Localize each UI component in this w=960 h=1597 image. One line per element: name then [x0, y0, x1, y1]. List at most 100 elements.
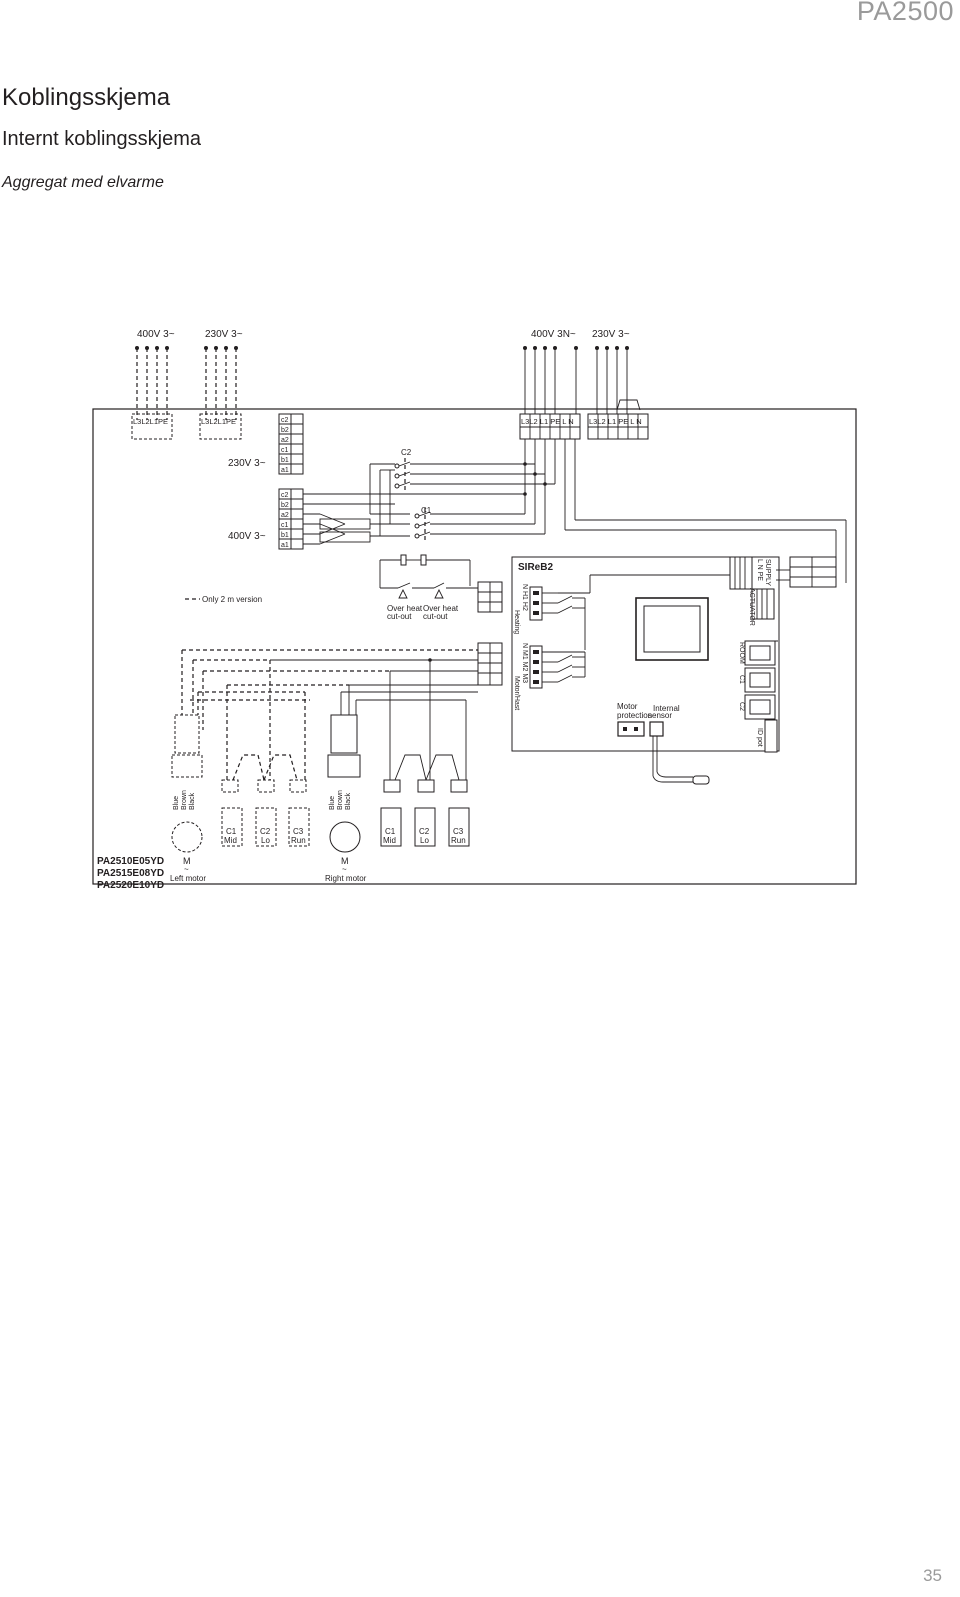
heater-terminals-230v: c2 b2 a2 c1 b1 a1 [278, 413, 304, 475]
svg-text:a1: a1 [281, 467, 289, 474]
svg-text:Motor: Motor [617, 702, 638, 711]
heating-connector-block [477, 581, 503, 613]
heater-voltage-400v: 400V 3~ [228, 531, 266, 542]
svg-text:C2: C2 [738, 702, 745, 711]
terminal-block-right-400v: L3L2 L1 PE L N [519, 413, 581, 440]
svg-text:Mid: Mid [224, 836, 237, 845]
svg-text:Black: Black [189, 792, 196, 810]
controller-sireb2: SIReB2 Heating N H1 H2 Motor/Hast N M1 M… [511, 556, 780, 785]
svg-text:C1: C1 [738, 675, 745, 684]
brand-name: PA2500 [856, 0, 954, 26]
capacitors-right: C1 Mid C2 Lo C3 Run [380, 754, 470, 847]
svg-text:Black: Black [345, 792, 352, 810]
svg-text:cut-out: cut-out [387, 612, 412, 621]
model-1: PA2510E05YD [97, 856, 164, 867]
page-title: Koblingsskjema [2, 84, 171, 111]
svg-text:b2: b2 [281, 502, 289, 509]
svg-text:c2: c2 [281, 492, 289, 499]
svg-text:Brown: Brown [337, 790, 344, 810]
svg-text:ACTUATOR: ACTUATOR [748, 588, 755, 626]
svg-text:N M1 M2 M3: N M1 M2 M3 [521, 643, 528, 683]
overheat-circuit: Over heat cut-out Over heat cut-out [379, 554, 478, 621]
right-motor-label: Right motor [325, 874, 367, 883]
svg-text:protection: protection [617, 711, 652, 720]
svg-text:L N PE: L N PE [756, 559, 763, 581]
unit-enclosure [92, 408, 857, 885]
svg-text:c1: c1 [281, 522, 289, 529]
motor-protection-connector [617, 721, 645, 737]
left-cap-bridges-2 [263, 754, 298, 781]
svg-text:~: ~ [342, 865, 347, 874]
svg-text:C2: C2 [401, 448, 412, 457]
contactor-c2: C2 [394, 448, 412, 492]
display-window [635, 597, 709, 661]
capacitors-left: C1 Mid C2 Lo C3 Run [221, 779, 310, 847]
svg-text:sensor: sensor [648, 711, 672, 720]
legend-only-2m: Only 2 m version [202, 595, 262, 604]
svg-text:Run: Run [451, 836, 466, 845]
svg-text:C1: C1 [421, 506, 432, 515]
supply-label-400v-left: 400V 3~ [137, 329, 175, 340]
svg-text:C1: C1 [226, 827, 237, 836]
right-motor-plug: Blue Brown Black M ~ Right motor [325, 714, 367, 883]
svg-text:Motor/Hast: Motor/Hast [513, 676, 520, 710]
svg-text:C3: C3 [293, 827, 304, 836]
supply-connector: SUPPLY L N PE ACTUATOR [729, 556, 775, 626]
svg-text:c1: c1 [281, 447, 289, 454]
supply-label-230v-left: 230V 3~ [205, 329, 243, 340]
svg-text:c2: c2 [281, 417, 289, 424]
page-number: 35 [923, 1566, 942, 1585]
controller-name: SIReB2 [518, 562, 553, 573]
svg-text:a1: a1 [281, 542, 289, 549]
svg-text:M: M [341, 856, 349, 866]
left-motor-label: Left motor [170, 874, 206, 883]
svg-text:a2: a2 [281, 512, 289, 519]
svg-text:cut-out: cut-out [423, 612, 448, 621]
supply-label-400v-right: 400V 3N~ [531, 329, 576, 340]
model-3: PA2520E10YD [97, 880, 164, 891]
svg-text:Internal: Internal [653, 704, 680, 713]
contactor-c1: C1 [414, 506, 432, 542]
sensor-probe [692, 775, 710, 785]
page-subtitle: Internt koblingsskjema [2, 128, 201, 150]
svg-text:L3L2L1PE: L3L2L1PE [133, 417, 168, 426]
fan-wiring [181, 649, 478, 780]
svg-text:Lo: Lo [261, 836, 270, 845]
heater-terminals-400v: c2 b2 a2 c1 b1 a1 [278, 488, 304, 550]
svg-text:ID pot: ID pot [756, 728, 763, 747]
terminal-block-left-400v: L3L2L1PE [131, 413, 173, 440]
svg-text:C3: C3 [453, 827, 464, 836]
svg-text:Brown: Brown [181, 790, 188, 810]
supply-lines-left [135, 346, 238, 420]
svg-text:~: ~ [184, 865, 189, 874]
svg-text:C2: C2 [419, 827, 430, 836]
svg-text:b1: b1 [281, 532, 289, 539]
heater-wiring [303, 439, 556, 545]
svg-text:C2: C2 [260, 827, 271, 836]
controller-supply-wiring [564, 439, 847, 588]
svg-text:ROOM: ROOM [738, 642, 745, 664]
room-c1-c2-connectors: ROOM C1 C2 ID pot [738, 640, 778, 753]
svg-text:Blue: Blue [173, 796, 180, 810]
svg-text:L3L2L1PE: L3L2L1PE [201, 417, 236, 426]
left-motor-plug: Blue Brown Black M ~ Left motor [170, 714, 206, 883]
svg-text:Mid: Mid [383, 836, 396, 845]
heater-voltage-230v: 230V 3~ [228, 458, 266, 469]
svg-text:Over heat: Over heat [423, 604, 459, 613]
svg-text:N H1 H2: N H1 H2 [521, 584, 528, 611]
svg-text:Blue: Blue [329, 796, 336, 810]
svg-text:Lo: Lo [420, 836, 429, 845]
svg-text:Run: Run [291, 836, 306, 845]
svg-text:M: M [183, 856, 191, 866]
supply-lines-right [523, 346, 641, 420]
model-2: PA2515E08YD [97, 868, 164, 879]
svg-text:Over heat: Over heat [387, 604, 423, 613]
terminal-block-right-230v: L3L2 L1 PE L N [587, 413, 649, 440]
motor-connector-block [477, 642, 503, 686]
svg-text:L3L2 L1 PE L N: L3L2 L1 PE L N [521, 417, 574, 426]
svg-text:SUPPLY: SUPPLY [764, 559, 771, 586]
terminal-block-left-230v: L3L2L1PE [199, 413, 242, 440]
svg-text:Heating: Heating [513, 610, 520, 634]
svg-text:b1: b1 [281, 457, 289, 464]
